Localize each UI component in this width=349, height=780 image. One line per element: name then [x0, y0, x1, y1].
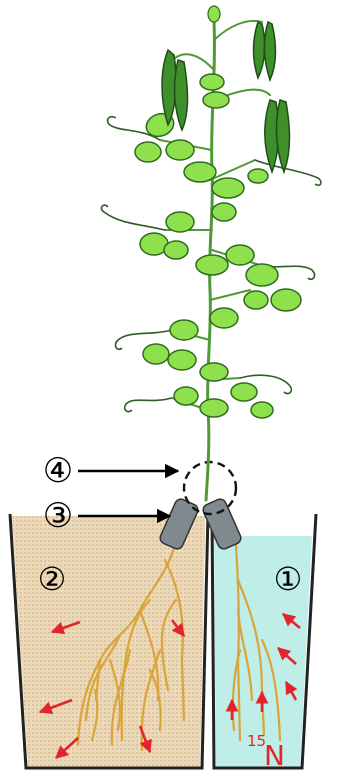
marker-3-label: ③	[43, 496, 73, 536]
marker-2-label: ②	[38, 560, 67, 598]
isotope-symbol: N	[264, 739, 285, 772]
top-bud	[208, 6, 220, 22]
marker-4-label: ④	[43, 451, 73, 491]
soil-pot	[10, 514, 208, 768]
marker-pointers	[78, 471, 178, 516]
marker-1-label: ①	[274, 560, 303, 598]
